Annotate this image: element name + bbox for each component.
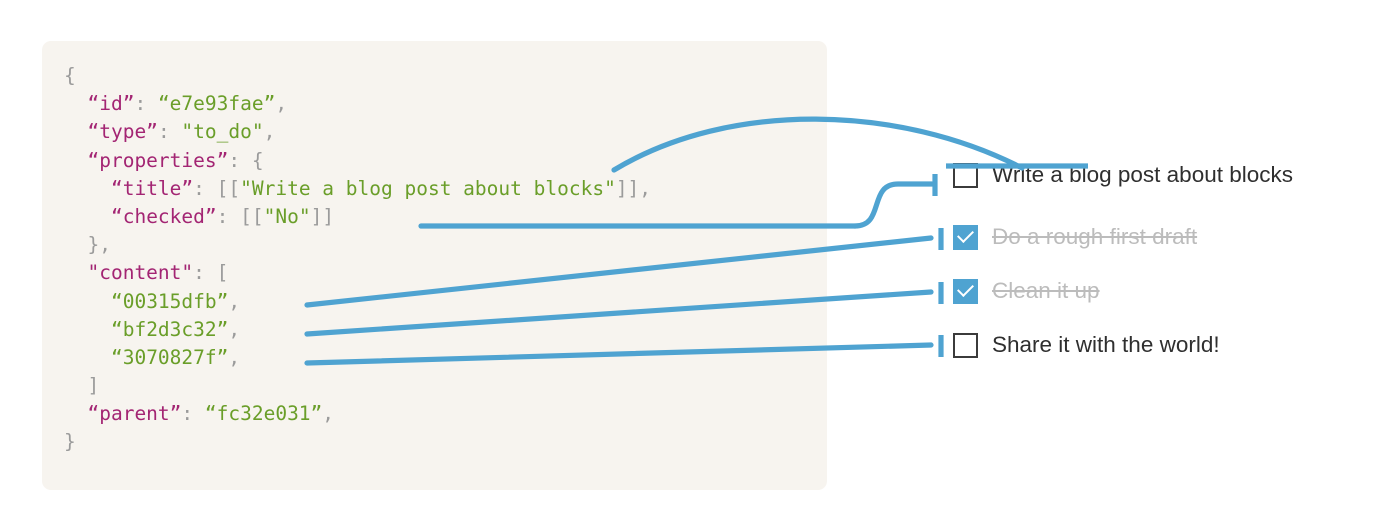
code-line: "content": [: [64, 259, 651, 287]
code-line: “title”: [["Write a blog post about bloc…: [64, 175, 651, 203]
code-token: [64, 177, 111, 200]
checkbox-empty-icon[interactable]: [953, 332, 978, 358]
code-token: “00315dfb”: [110, 289, 229, 313]
code-token: ,: [322, 402, 335, 426]
code-token: [64, 402, 87, 425]
code-token: :: [157, 120, 182, 144]
code-token: "No": [263, 204, 311, 228]
code-token: {: [64, 64, 76, 87]
code-line: “bf2d3c32”,: [64, 316, 651, 344]
todo-item[interactable]: Do a rough first draft: [953, 222, 1197, 252]
code-token: :: [134, 92, 158, 116]
code-token: "content": [87, 261, 194, 285]
code-token: “properties”: [87, 148, 229, 172]
code-line: “3070827f”,: [64, 344, 651, 372]
code-line: “checked”: [["No"]]: [64, 203, 651, 231]
todo-item-label[interactable]: Do a rough first draft: [992, 224, 1198, 249]
code-line: }: [64, 428, 651, 456]
code-token: : [[: [193, 176, 241, 200]
code-token: [64, 261, 87, 284]
code-token: : [[: [216, 204, 264, 228]
code-token: “e7e93fae”: [157, 92, 276, 116]
checkbox-checked-icon[interactable]: [953, 224, 978, 250]
checkbox-checked-icon[interactable]: [953, 278, 978, 304]
code-token: [64, 318, 111, 341]
code-token: [64, 346, 111, 369]
todo-item-label[interactable]: Share it with the world!: [992, 332, 1220, 357]
code-token: [64, 120, 87, 143]
json-code-block: { “id”: “e7e93fae”, “type”: "to_do", “pr…: [64, 62, 651, 457]
code-line: “id”: “e7e93fae”,: [64, 90, 651, 118]
todo-item[interactable]: Write a blog post about blocks: [953, 160, 1293, 190]
code-token: : [: [193, 261, 229, 285]
code-token: "Write a blog post about blocks": [240, 176, 616, 200]
todo-item[interactable]: Share it with the world!: [953, 330, 1220, 360]
code-token: “checked”: [110, 204, 217, 228]
checkbox-empty-icon[interactable]: [953, 162, 978, 188]
code-token: [64, 205, 111, 228]
code-line: ]: [64, 372, 651, 400]
code-token: “3070827f”: [110, 345, 229, 369]
code-token: "to_do": [181, 120, 264, 144]
code-token: “id”: [87, 92, 135, 116]
code-token: ]: [64, 374, 100, 398]
code-token: ,: [228, 345, 241, 369]
code-token: ]]: [310, 204, 335, 228]
code-token: },: [64, 233, 111, 257]
code-token: “title”: [110, 176, 194, 200]
json-code-panel: { “id”: “e7e93fae”, “type”: "to_do", “pr…: [42, 41, 827, 490]
todo-item-label[interactable]: Clean it up: [992, 278, 1100, 303]
code-line: “parent”: “fc32e031”,: [64, 400, 651, 428]
code-token: ,: [275, 92, 288, 116]
code-token: “type”: [87, 120, 158, 144]
code-token: [64, 92, 87, 115]
code-token: }: [64, 430, 76, 454]
code-token: : {: [228, 148, 264, 172]
todo-item[interactable]: Clean it up: [953, 276, 1100, 306]
code-token: ,: [263, 120, 276, 144]
code-line: {: [64, 62, 651, 90]
code-token: “parent”: [87, 402, 182, 426]
code-token: ,: [228, 317, 241, 341]
code-token: [64, 290, 111, 313]
code-line: “properties”: {: [64, 147, 651, 175]
code-line: },: [64, 231, 651, 259]
code-line: “00315dfb”,: [64, 288, 651, 316]
code-line: “type”: "to_do",: [64, 118, 651, 146]
todo-item-label[interactable]: Write a blog post about blocks: [992, 162, 1294, 187]
code-token: ,: [228, 289, 241, 313]
code-token: :: [181, 402, 205, 426]
code-token: “fc32e031”: [204, 402, 323, 426]
code-token: ]],: [615, 176, 652, 200]
code-token: [64, 149, 87, 172]
code-token: “bf2d3c32”: [110, 317, 229, 341]
connector-checked-curve: [852, 181, 935, 229]
